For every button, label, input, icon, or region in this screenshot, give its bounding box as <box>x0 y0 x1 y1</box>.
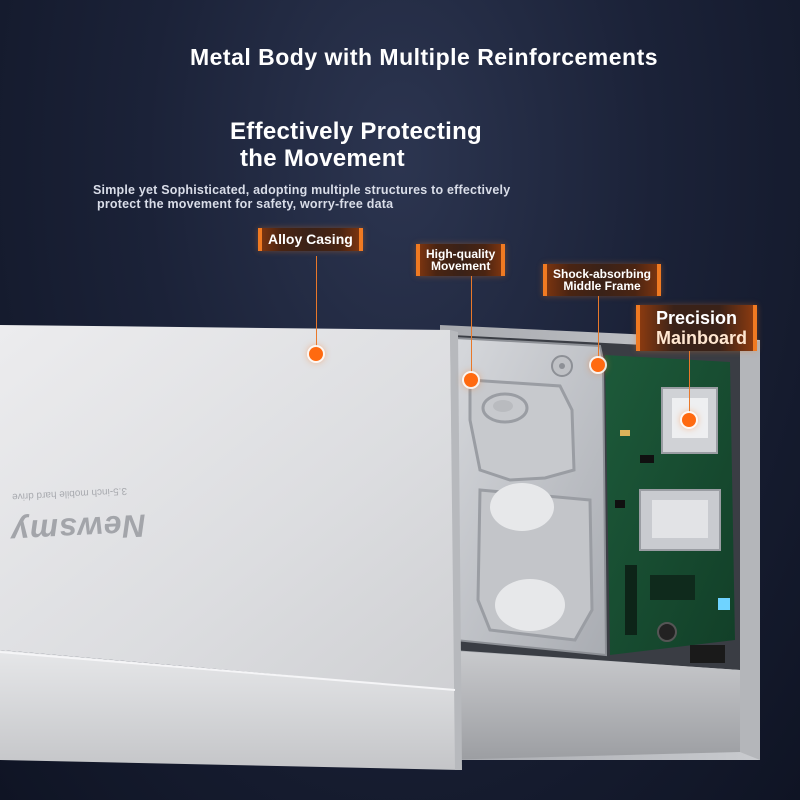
marker-dot-mainboard <box>682 413 696 427</box>
callout-movement-line-2: Movement <box>430 259 491 273</box>
callout-movement-line-1: High-quality <box>426 247 496 261</box>
callout-mainboard-line-2: Mainboard <box>656 328 748 348</box>
leader-line-frame <box>598 294 599 364</box>
title-line-2: the Movement <box>240 145 405 172</box>
description-line-2: protect the movement for safety, worry-f… <box>97 197 394 211</box>
description: Simple yet Sophisticated, adopting multi… <box>93 183 510 211</box>
headline: Metal Body with Multiple Reinforcements <box>189 44 659 70</box>
page-title: Effectively Protecting the Movement <box>230 118 482 172</box>
leader-line-alloy <box>316 256 317 352</box>
title-line-1: Effectively Protecting <box>230 118 483 145</box>
callout-frame-line-1: Shock-absorbing <box>553 267 652 281</box>
description-line-1: Simple yet Sophisticated, adopting multi… <box>93 183 511 197</box>
callout-mainboard-line-1: Precision <box>655 308 738 328</box>
callout-precision-mainboard: Precision Mainboard <box>636 305 758 351</box>
callout-shock-absorbing-frame: Shock-absorbing Middle Frame <box>543 264 662 296</box>
marker-dot-movement <box>464 373 478 387</box>
callout-alloy-casing-line-1: Alloy Casing <box>268 231 353 247</box>
leader-line-mainboard <box>689 349 690 419</box>
leader-line-movement <box>471 275 472 379</box>
marker-dot-frame <box>591 358 605 372</box>
callout-high-quality-movement: High-quality Movement <box>416 244 506 276</box>
callout-alloy-casing: Alloy Casing <box>258 228 363 251</box>
callout-frame-line-2: Middle Frame <box>563 279 641 293</box>
marker-dot-alloy <box>309 347 323 361</box>
casing-brand-text: Newsmy <box>9 507 147 551</box>
